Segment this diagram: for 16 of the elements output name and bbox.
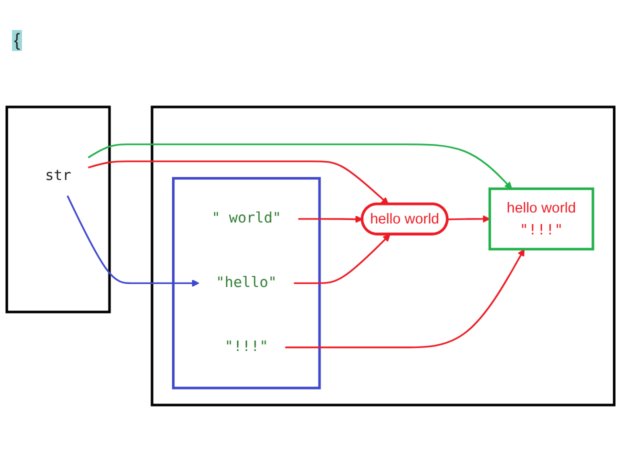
cluster (150, 106, 616, 406)
code-brace-text: { (12, 30, 22, 51)
arrow (448, 215, 490, 223)
arrow (88, 143, 512, 190)
arrow (66, 195, 200, 287)
node-text: " world" (212, 210, 282, 227)
cluster (172, 177, 321, 390)
node-text: "hello" (216, 274, 277, 292)
node-box: hello world "!!!" (488, 187, 594, 250)
arrow (294, 234, 390, 284)
arrow (285, 248, 525, 348)
node-text: str (45, 167, 72, 184)
cluster (6, 106, 111, 314)
arrow (88, 160, 389, 205)
node-text: "!!!" (224, 338, 268, 356)
arrow (298, 216, 363, 223)
